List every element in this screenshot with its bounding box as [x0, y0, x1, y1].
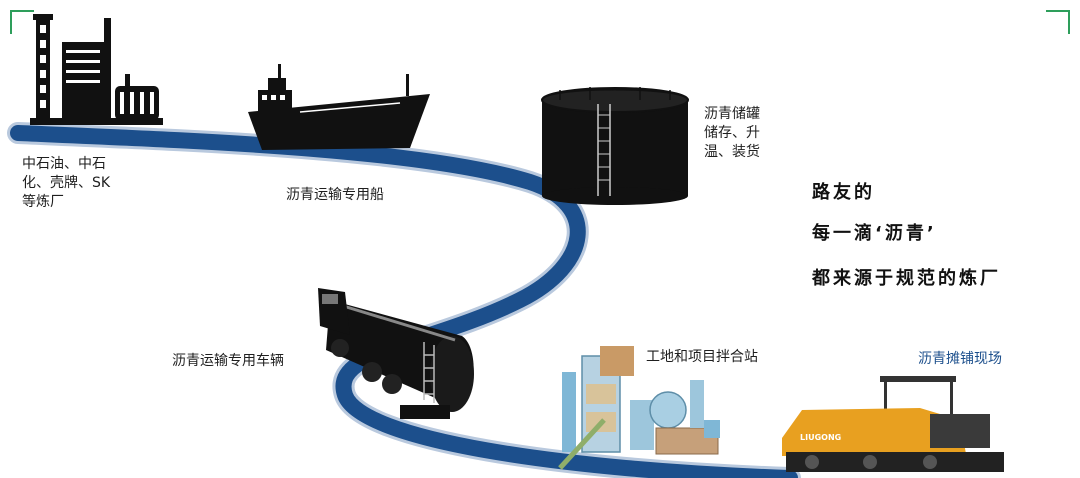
- tanker-truck-icon: [318, 288, 474, 419]
- refinery-icon: [30, 14, 163, 125]
- label-ship: 沥青运输专用船: [286, 187, 384, 203]
- label-mixing-plant: 工地和项目拌合站: [646, 349, 758, 365]
- slogan-line-3: 都来源于规范的炼厂: [812, 268, 1001, 289]
- mixing-plant-icon: [558, 346, 720, 470]
- paver-brand: LIUGONG: [800, 433, 841, 442]
- storage-tank-icon: [541, 87, 689, 205]
- label-paving-site: 沥青摊铺现场: [918, 351, 1002, 367]
- corner-bracket-top-right: [1046, 10, 1070, 34]
- label-truck: 沥青运输专用车辆: [172, 353, 284, 369]
- slogan-line-2: 每一滴‘沥青’: [812, 223, 937, 244]
- corner-bracket-top-left: [10, 10, 34, 34]
- slogan-line-1: 路友的: [812, 182, 875, 203]
- supply-road: [7, 122, 801, 478]
- tanker-ship-icon: [248, 64, 430, 150]
- asphalt-paver-icon: LIUGONG: [782, 376, 1004, 472]
- label-refinery: 中石油、中石 化、壳牌、SK 等炼厂: [22, 156, 111, 210]
- label-tank: 沥青储罐 储存、升 温、装货: [704, 106, 760, 160]
